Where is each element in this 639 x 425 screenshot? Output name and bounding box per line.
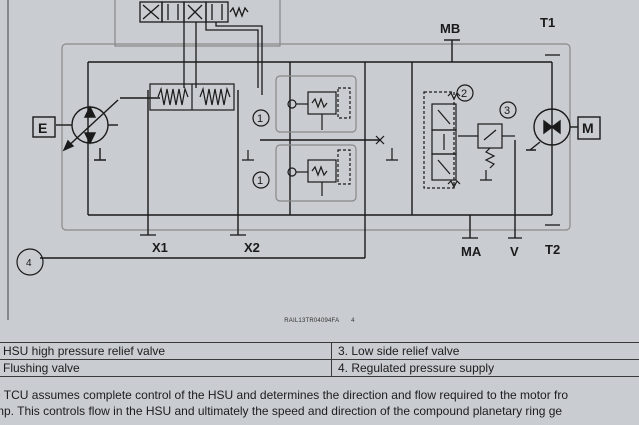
legend-table: HSU high pressure relief valve 3. Low si… [0, 342, 639, 377]
body-text-line: mp. This controls flow in the HSU and ul… [0, 404, 563, 418]
legend-cell: HSU high pressure relief valve [0, 342, 332, 360]
svg-text:3: 3 [504, 105, 510, 117]
circuit-lines [40, 39, 553, 259]
check-valve-right [375, 135, 398, 161]
svg-text:1: 1 [257, 113, 263, 125]
legend-cell: 3. Low side relief valve [331, 342, 639, 360]
legend-cell: Flushing valve [0, 359, 332, 377]
motor-symbol [526, 108, 580, 151]
label-x1: X1 [152, 240, 168, 255]
figure-caption: RAIL13TR04094FA 4 [0, 318, 639, 324]
hydraulic-schematic: E M [7, 0, 601, 320]
body-text-line: e TCU assumes complete control of the HS… [0, 388, 569, 402]
label-t2: T2 [545, 242, 560, 257]
flushing-valve [423, 91, 461, 189]
relief-valve-group-upper [275, 75, 357, 133]
check-valve-left [242, 150, 254, 161]
svg-text:2: 2 [461, 88, 467, 100]
motor-box [577, 116, 601, 140]
label-v: V [510, 244, 519, 259]
relief-valve-group-lower [275, 144, 357, 202]
legend-cell: 4. Regulated pressure supply [331, 359, 639, 377]
servo-piston [149, 83, 235, 111]
directional-control-valve [139, 1, 263, 95]
pump-symbol [56, 99, 119, 161]
label-x2: X2 [244, 240, 260, 255]
label-mb: MB [440, 21, 460, 36]
hsu-outline [61, 43, 571, 231]
label-e: E [38, 120, 47, 136]
svg-text:4: 4 [26, 258, 32, 269]
callout-1-upper: 1 [252, 109, 270, 127]
label-m: M [582, 120, 594, 136]
figure-id: RAIL13TR04094FA [284, 318, 340, 324]
legend-row: HSU high pressure relief valve 3. Low si… [0, 342, 639, 360]
svg-text:1: 1 [257, 175, 263, 187]
callout-2: 2 [456, 84, 474, 102]
low-side-relief-valve [458, 123, 515, 181]
callout-4: 4 [16, 248, 44, 276]
callout-3: 3 [499, 101, 517, 119]
label-t1: T1 [540, 15, 555, 30]
label-ma: MA [461, 244, 482, 259]
engine-box [32, 116, 56, 138]
legend-row: Flushing valve 4. Regulated pressure sup… [0, 359, 639, 377]
figure-number: 4 [351, 318, 355, 324]
component-outline-top [114, 0, 281, 47]
port-ticks [140, 54, 560, 239]
callout-1-lower: 1 [252, 171, 270, 189]
